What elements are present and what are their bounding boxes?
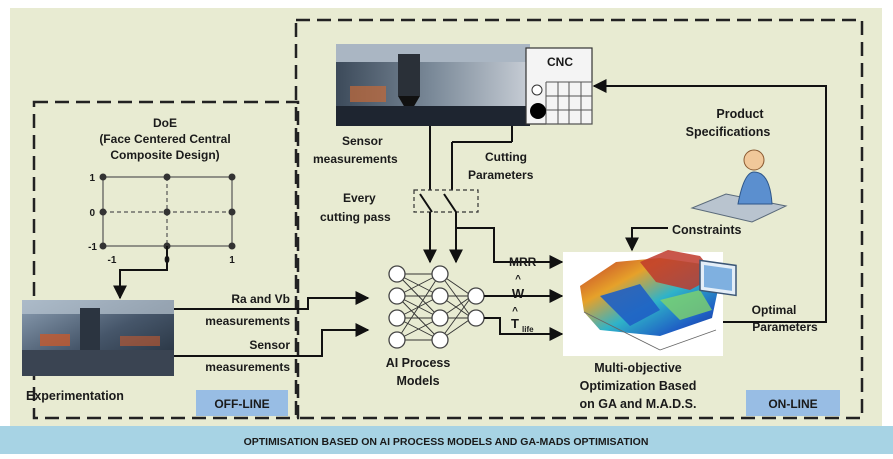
- online-sensor-label-1: Sensor: [342, 134, 383, 148]
- arrow-ra-vb: [174, 291, 370, 310]
- tick-y-mid: 0: [89, 208, 95, 219]
- tick-x-left: -1: [108, 255, 117, 266]
- cutting-label-1: Cutting: [485, 150, 527, 164]
- offline-badge: [196, 390, 288, 416]
- optimization-surface-plot: [563, 250, 723, 356]
- mo-label-2: Optimization Based: [580, 379, 697, 393]
- cnc-panel: [525, 47, 593, 125]
- experimentation-photo: [22, 300, 174, 376]
- online-badge: [746, 390, 840, 416]
- experimentation-label: Experimentation: [26, 389, 124, 403]
- doe-subtitle-2: Composite Design): [110, 148, 219, 162]
- online-badge-text: ON-LINE: [768, 397, 817, 411]
- sampling-switch-box: [413, 189, 479, 213]
- ai-label-2: Models: [396, 374, 439, 388]
- output-t-hat: ^: [512, 306, 518, 317]
- cnc-signal-lines: [429, 126, 513, 190]
- every-pass-label-1: Every: [343, 191, 376, 205]
- doe-subtitle-1: (Face Centered Central: [99, 132, 230, 146]
- online-sensor-label-2: measurements: [313, 152, 398, 166]
- doe-points: [99, 173, 236, 250]
- output-mrr-label: MRR: [509, 255, 537, 269]
- every-pass-label-2: cutting pass: [320, 210, 391, 224]
- offline-badge-text: OFF-LINE: [214, 397, 269, 411]
- offline-sensor-label-1: Sensor: [249, 338, 290, 352]
- output-t-label: T: [511, 316, 519, 331]
- tick-y-top: 1: [89, 173, 95, 184]
- product-label-2: Specifications: [686, 125, 771, 139]
- cnc-photo: [336, 44, 530, 126]
- offline-sensor-label-2: measurements: [205, 360, 290, 374]
- arrow-ai-t: [484, 317, 564, 341]
- ra-vb-label-2: measurements: [205, 314, 290, 328]
- mo-label-3: on GA and M.A.D.S.: [580, 397, 697, 411]
- arrow-cutting-to-optimizer: [456, 227, 564, 269]
- tick-x-right: 1: [229, 255, 235, 266]
- arrow-constraints: [625, 227, 668, 252]
- tick-y-bottom: -1: [88, 242, 97, 253]
- optimal-label-1: Optimal: [752, 303, 797, 317]
- engineer-at-desk-icon: [690, 149, 788, 297]
- cutting-label-2: Parameters: [468, 168, 534, 182]
- arrow-offline-sensor: [174, 323, 370, 357]
- footer-bar: [0, 426, 893, 454]
- ra-vb-label-1: Ra and Vb: [231, 292, 290, 306]
- sampling-switches: [419, 193, 457, 213]
- footer-text: OPTIMISATION BASED ON AI PROCESS MODELS …: [244, 436, 649, 448]
- output-w-hat: ^: [515, 274, 521, 285]
- online-region: [294, 18, 864, 420]
- output-t-subscript: life: [522, 325, 534, 334]
- ai-label-1: AI Process: [386, 356, 451, 370]
- constraints-label: Constraints: [672, 223, 742, 237]
- product-label-1: Product: [716, 107, 764, 121]
- arrow-optimal-feedback: [592, 79, 827, 323]
- doe-title: DoE: [153, 116, 177, 130]
- optimal-label-2: Parameters: [752, 320, 818, 334]
- offline-region: [32, 100, 300, 420]
- output-w-label: W: [512, 286, 525, 301]
- mo-label-1: Multi-objective: [594, 361, 682, 375]
- arrow-doe-to-experiment: [113, 246, 168, 300]
- cnc-label: CNC: [547, 55, 573, 69]
